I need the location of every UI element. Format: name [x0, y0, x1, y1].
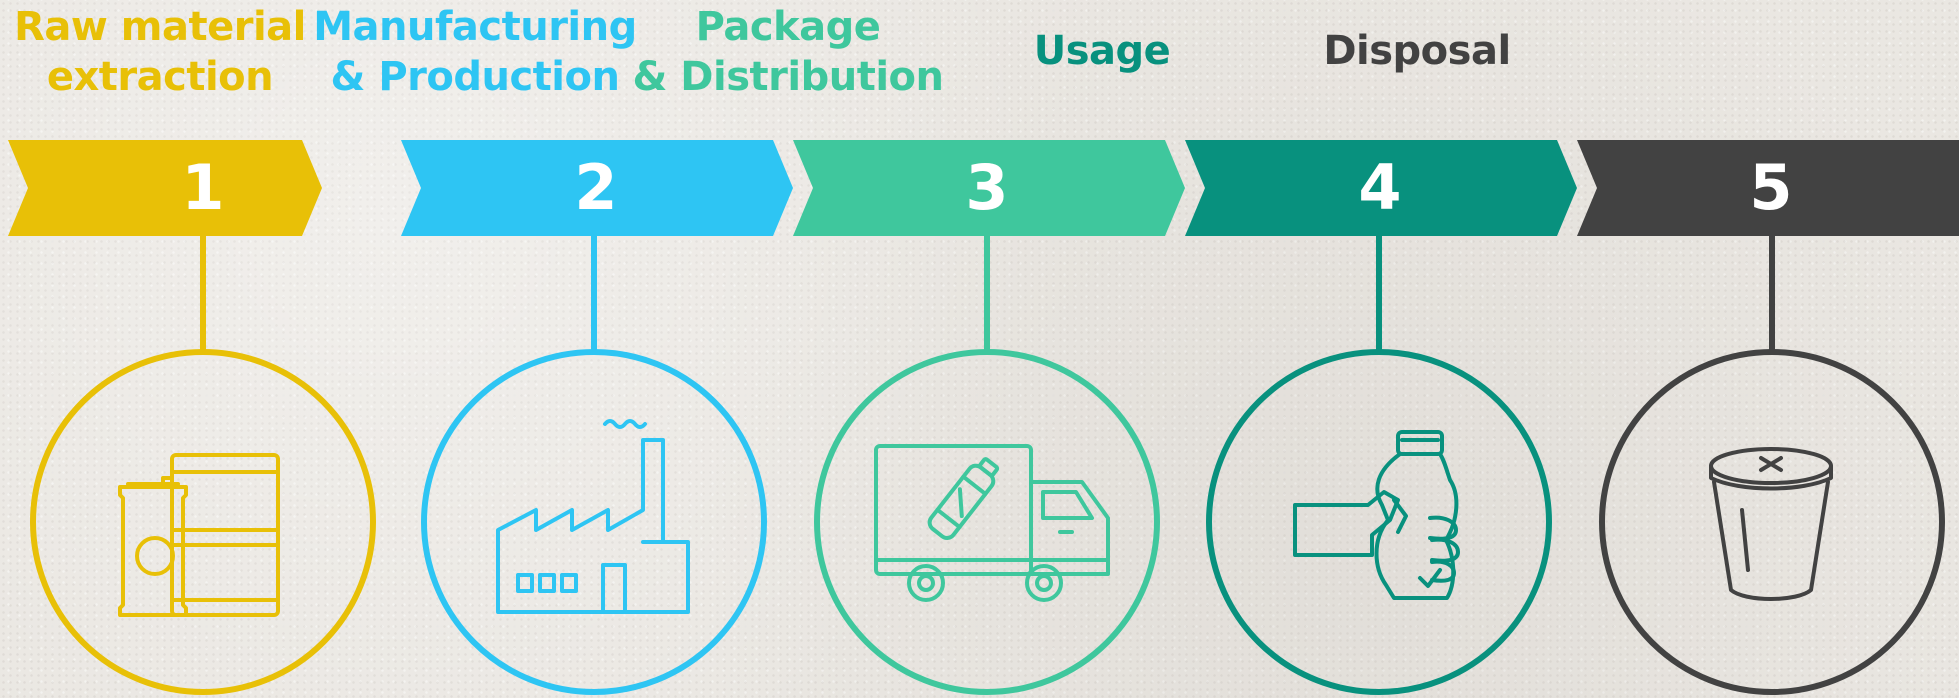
stage-number-2: 2: [574, 151, 617, 224]
stage-title-2-line-2: & Production: [330, 54, 620, 100]
stage-title-3-line-2: & Distribution: [632, 54, 945, 100]
stage-title-4: Usage: [907, 26, 1297, 76]
stage-title-2: Manufacturing & Production: [280, 2, 670, 102]
stage-circle-1: [30, 349, 376, 695]
stage-number-5: 5: [1749, 151, 1792, 224]
trash-cup-icon: [1709, 447, 1833, 601]
factory-icon: [496, 419, 690, 614]
stage-chevron-2: 2: [401, 140, 793, 236]
stage-number-1: 1: [181, 151, 224, 224]
stage-title-5: Disposal: [1222, 26, 1612, 76]
stage-title-5-line-1: Disposal: [1323, 28, 1511, 74]
stage-number-3: 3: [965, 151, 1008, 224]
stage-circle-5: [1599, 349, 1945, 695]
barrels-and-sacks-icon: [118, 453, 280, 617]
stage-circle-4: [1206, 349, 1552, 695]
stage-title-3: Package & Distribution: [593, 2, 983, 102]
stage-circle-2: [421, 349, 767, 695]
stage-chevron-3: 3: [793, 140, 1185, 236]
stage-title-3-line-1: Package: [695, 4, 881, 50]
stage-title-2-line-1: Manufacturing: [313, 4, 637, 50]
hand-squeezing-bottle-icon: [1293, 430, 1460, 600]
stage-title-1-line-2: extraction: [46, 54, 274, 100]
stage-chevron-1: 1: [8, 140, 322, 236]
stage-chevron-4: 4: [1185, 140, 1577, 236]
stage-chevron-5: 5: [1577, 140, 1959, 236]
stage-circle-3: [814, 349, 1160, 695]
stage-title-1: Raw material extraction: [0, 2, 355, 102]
delivery-truck-icon: [874, 444, 1110, 602]
stage-number-4: 4: [1358, 151, 1401, 224]
stage-title-4-line-1: Usage: [1033, 28, 1171, 74]
stage-title-1-line-1: Raw material: [14, 4, 306, 50]
